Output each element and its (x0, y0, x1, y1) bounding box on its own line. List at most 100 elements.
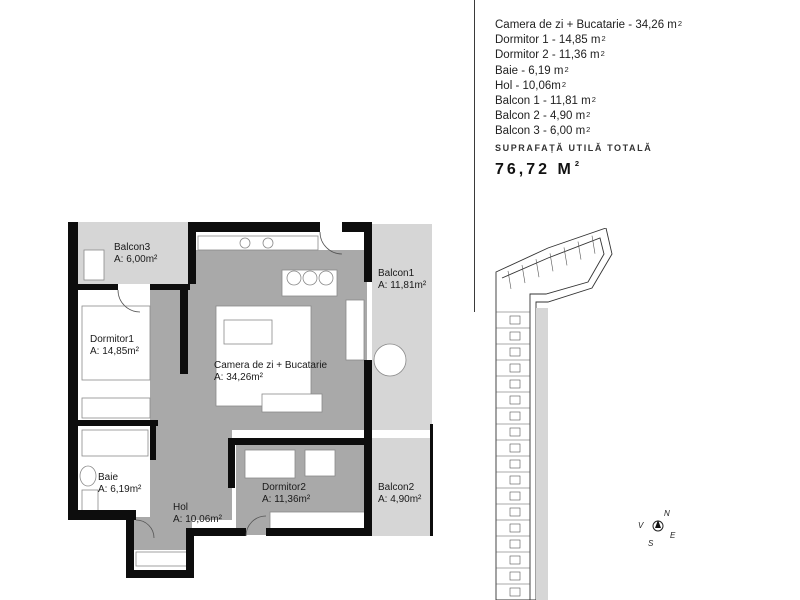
unit-room (509, 523, 521, 533)
unit-room (509, 379, 521, 389)
compass-icon (652, 520, 664, 532)
wall-balcon3-right (188, 222, 196, 284)
unit-room (509, 491, 521, 501)
legend-row-dormitor1: Dormitor 1 - 14,85 m2 (495, 34, 606, 47)
building-shading (536, 308, 548, 600)
unit-room (509, 411, 521, 421)
bed-2 (244, 449, 296, 479)
wall-entry-left (126, 510, 134, 578)
sink (239, 237, 251, 249)
building-outline (495, 228, 613, 600)
compass-n: N (664, 509, 670, 518)
unit-room (509, 539, 521, 549)
unit-room (509, 331, 521, 341)
dining-table (261, 393, 323, 413)
wall-bottom-mid (186, 528, 246, 536)
total-area: 76,72 M2 (495, 158, 582, 178)
wall-entry-right (186, 528, 194, 578)
unit-room (509, 507, 521, 517)
wardrobe-1 (81, 397, 151, 419)
unit-room (509, 315, 521, 325)
unit-room (509, 395, 521, 405)
wall-baie-right (150, 420, 156, 460)
legend-row-dormitor2: Dormitor 2 - 11,36 m2 (495, 49, 605, 62)
unit-divider (549, 253, 554, 272)
unit-divider (591, 235, 596, 254)
unit-room (509, 555, 521, 565)
kitchen-counter (197, 235, 319, 251)
floor-plan (68, 222, 433, 578)
total-caption: SUPRAFAȚĂ UTILĂ TOTALĂ (495, 142, 653, 153)
corridor-floor (150, 284, 200, 434)
unit-divider (577, 241, 582, 260)
sofa (223, 319, 273, 345)
wall-dormitor1-top-b (150, 284, 190, 290)
unit-room (509, 475, 521, 485)
area-legend: Camera de zi + Bucatarie - 34,26 m2 Dorm… (495, 18, 795, 179)
stool-3 (318, 270, 334, 286)
unit-room (509, 459, 521, 469)
wall-dormitor1-top-a (78, 284, 118, 290)
wall-right-lower (364, 426, 372, 536)
legend-row-camera: Camera de zi + Bucatarie - 34,26 m2 (495, 19, 683, 31)
wall-baie-top (78, 420, 158, 426)
wall-entry-bottom (126, 570, 194, 578)
legend-row-balcon1: Balcon 1 - 11,81 m2 (495, 95, 596, 108)
building-key-plan (495, 228, 613, 600)
balcon2-edge (430, 424, 433, 536)
unit-room (509, 571, 521, 581)
wall-bottom-left (68, 510, 136, 520)
wall-corridor (180, 284, 188, 374)
unit-room (509, 427, 521, 437)
door-swings (117, 231, 343, 539)
legend-row-balcon3: Balcon 3 - 6,00 m2 (495, 125, 591, 138)
vertical-divider (474, 0, 475, 312)
door-swing-kitchen (319, 231, 343, 255)
wall-right-mid (364, 360, 372, 432)
legend-row-balcon2: Balcon 2 - 4,90 m2 (495, 110, 591, 123)
unit-room (509, 443, 521, 453)
wall-top-right (342, 222, 372, 232)
desk-chair (304, 449, 336, 477)
unit-room (509, 363, 521, 373)
unit-divider (535, 259, 540, 278)
door-swing-dormitor2 (245, 515, 267, 537)
apartment-grid (496, 235, 596, 597)
toilet (79, 465, 97, 487)
stove (262, 237, 274, 249)
entry-cabinet (135, 551, 189, 567)
legend-row-hol: Hol - 10,06m2 (495, 79, 567, 92)
balcon1-floor (372, 224, 432, 430)
stool-2 (302, 270, 318, 286)
bed-1 (81, 305, 151, 381)
wall-dormitor2-left (228, 438, 235, 488)
balcon3-furniture (83, 249, 105, 281)
wall-dormitor2-top (228, 438, 372, 445)
corridor-outline (501, 237, 605, 600)
unit-divider (507, 270, 512, 290)
wall-top (188, 222, 320, 232)
bathtub (81, 429, 149, 457)
compass-e: E (670, 531, 676, 540)
balcony-table (373, 343, 407, 377)
wall-left (68, 222, 78, 520)
tv-unit (345, 299, 365, 361)
door-swing-dormitor1 (117, 289, 141, 313)
balcon2-floor (372, 438, 432, 536)
compass-s: S (648, 539, 654, 548)
unit-room (509, 347, 521, 357)
compass-v: V (638, 521, 644, 530)
wall-right-upper (364, 222, 372, 282)
furniture (79, 235, 407, 567)
wall-bottom-right (266, 528, 370, 536)
compass-rose: N E S V (638, 509, 676, 548)
stool-1 (286, 270, 302, 286)
